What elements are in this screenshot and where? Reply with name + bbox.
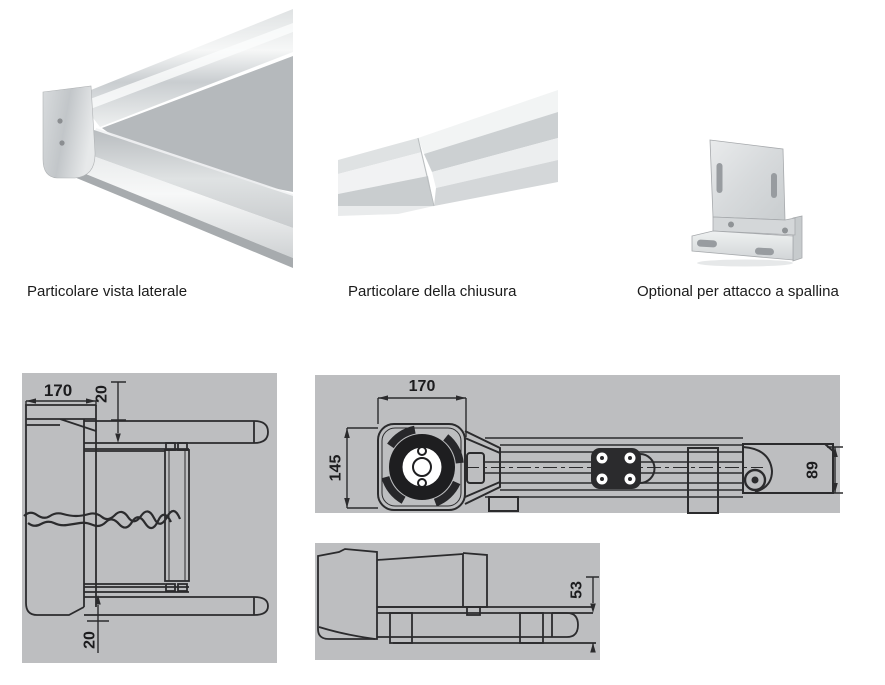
drawing-side-view: 53 xyxy=(315,543,600,660)
slot xyxy=(754,247,774,256)
aluminium-frame-corner xyxy=(42,9,293,268)
front-view-dimensions xyxy=(25,381,126,653)
scissor-rollers xyxy=(596,452,636,485)
dim-arm-height: 53 xyxy=(569,581,586,599)
photo-optional-bracket xyxy=(691,139,803,267)
hole xyxy=(728,221,734,228)
caption-optional-bracket: Optional per attacco a spallina xyxy=(637,283,839,300)
rivet-hole xyxy=(57,118,63,124)
hole xyxy=(782,227,788,234)
arrowheads xyxy=(26,398,121,605)
dim-bottom-offset: 20 xyxy=(82,631,99,649)
dim-width: 170 xyxy=(44,381,72,400)
dim-motor-width: 170 xyxy=(409,378,436,395)
mounting-bracket xyxy=(691,139,803,267)
slot xyxy=(696,239,717,248)
drawing-panel xyxy=(22,373,277,663)
drawing-front-view: 170 20 20 xyxy=(22,373,277,663)
arrowheads xyxy=(590,603,596,653)
arrowheads xyxy=(344,395,838,508)
dim-motor-height: 145 xyxy=(328,455,345,482)
photo-side-detail xyxy=(42,9,293,268)
drawing-plan-view: 170 145 89 xyxy=(315,375,843,514)
rivet-hole xyxy=(59,140,65,146)
dim-end-height: 89 xyxy=(805,461,822,479)
caption-side-detail: Particolare vista laterale xyxy=(27,283,188,300)
slot xyxy=(771,173,777,198)
dim-top-offset: 20 xyxy=(94,385,111,403)
photo-closure-detail xyxy=(338,90,558,216)
profile-mitre-joint xyxy=(338,90,558,216)
front-view-geometry xyxy=(23,404,269,616)
caption-closure-detail: Particolare della chiusura xyxy=(348,283,517,300)
motor-pulley xyxy=(389,434,759,500)
side-view-geometry xyxy=(317,548,596,644)
frame-post xyxy=(42,85,96,179)
slot xyxy=(716,163,723,193)
drawing-panel xyxy=(315,543,600,660)
